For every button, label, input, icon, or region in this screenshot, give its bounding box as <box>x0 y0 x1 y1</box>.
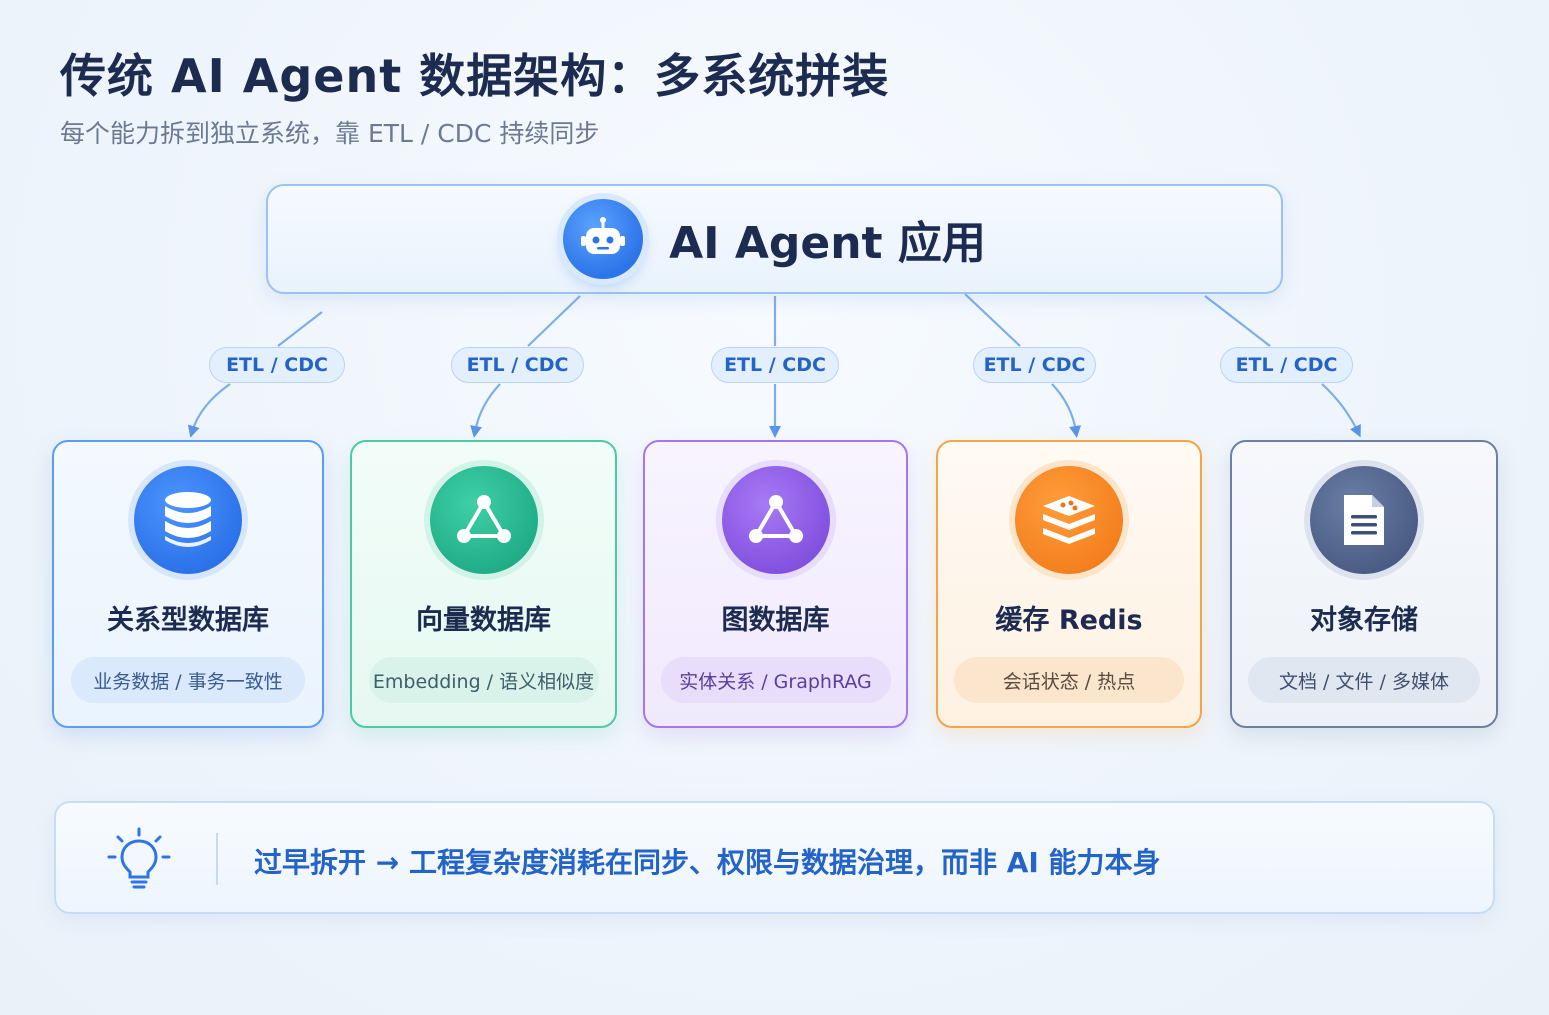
robot-icon <box>563 199 644 279</box>
system-name: 向量数据库 <box>416 605 551 636</box>
etl-cdc-label-2: ETL / CDC <box>451 347 584 383</box>
connector-arrow-5 <box>1321 383 1361 438</box>
note-text: 过早拆开 → 工程复杂度消耗在同步、权限与数据治理，而非 AI 能力本身 <box>254 846 1161 879</box>
system-name: 缓存 Redis <box>995 605 1143 636</box>
system-card-object-storage: 对象存储 文档 / 文件 / 多媒体 <box>1230 440 1498 728</box>
system-tag: 会话状态 / 热点 <box>954 657 1184 703</box>
agent-app-label: AI Agent 应用 <box>669 218 986 269</box>
connector-line-1 <box>277 311 323 347</box>
graph-icon <box>721 466 830 574</box>
connector-arrow-4 <box>1051 383 1082 438</box>
lightbulb-icon <box>106 827 172 897</box>
page-title: 传统 AI Agent 数据架构：多系统拼装 <box>60 49 890 103</box>
redis-layers-icon <box>1015 466 1123 574</box>
system-tag: 实体关系 / GraphRAG <box>660 657 891 703</box>
system-card-redis: 缓存 Redis 会话状态 / 热点 <box>936 440 1202 728</box>
etl-cdc-label-4: ETL / CDC <box>973 347 1096 383</box>
system-card-relational-db: 关系型数据库 业务数据 / 事务一致性 <box>52 440 324 728</box>
note-divider <box>216 833 218 885</box>
database-icon <box>134 466 242 574</box>
connector-line-5 <box>1204 295 1271 347</box>
agent-app-box: AI Agent 应用 <box>266 184 1283 294</box>
system-name: 对象存储 <box>1310 605 1418 636</box>
insight-note: 过早拆开 → 工程复杂度消耗在同步、权限与数据治理，而非 AI 能力本身 <box>54 801 1495 914</box>
document-icon <box>1310 466 1418 574</box>
etl-cdc-label-3: ETL / CDC <box>711 347 839 383</box>
connector-arrow-2 <box>470 383 501 438</box>
system-card-vector-db: 向量数据库 Embedding / 语义相似度 <box>350 440 617 728</box>
page-subtitle: 每个能力拆到独立系统，靠 ETL / CDC 持续同步 <box>60 119 600 148</box>
system-tag: Embedding / 语义相似度 <box>368 657 599 703</box>
connector-line-4 <box>964 293 1021 347</box>
system-name: 关系型数据库 <box>107 605 269 636</box>
system-tag: 文档 / 文件 / 多媒体 <box>1248 657 1480 703</box>
system-tag: 业务数据 / 事务一致性 <box>71 657 305 703</box>
system-name: 图数据库 <box>721 605 830 636</box>
connector-arrow-1 <box>187 383 231 438</box>
etl-cdc-label-1: ETL / CDC <box>209 347 345 383</box>
connector-line-2 <box>527 295 581 347</box>
vector-icon <box>429 466 538 574</box>
system-card-graph-db: 图数据库 实体关系 / GraphRAG <box>643 440 908 728</box>
etl-cdc-label-5: ETL / CDC <box>1220 347 1353 383</box>
